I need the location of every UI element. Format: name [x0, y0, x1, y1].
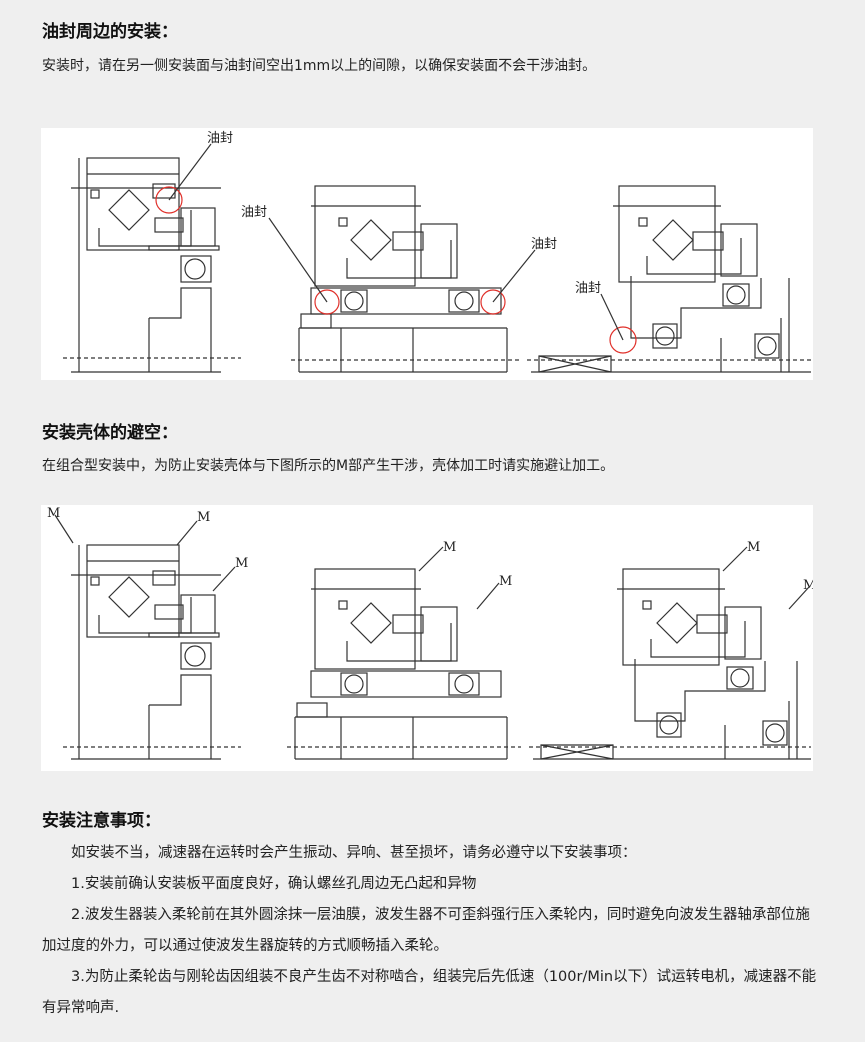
section-title-installation-notes: 安装注意事项：: [42, 811, 161, 831]
assembly-right: [527, 185, 811, 373]
m-label-2: M: [197, 510, 210, 525]
assembly-middle: [291, 185, 521, 373]
section-text-oil-seal: 安装时，请在另一侧安装面与油封间空出1mm以上的间隙，以确保安装面不会干涉油封。: [42, 58, 597, 74]
section-title-housing-clearance: 安装壳体的避空：: [42, 423, 178, 443]
section-text-housing-clearance: 在组合型安装中，为防止安装壳体与下图所示的M部产生干涉，壳体加工时请实施避让加工…: [42, 458, 615, 474]
notes-item-3: 3.为防止柔轮齿与刚轮齿因组装不良产生齿不对称啮合，组装完后先低速（100r/M…: [42, 969, 817, 1016]
oil-seal-label-1: 油封: [207, 131, 233, 146]
oil-seal-marker-middle-right: [480, 289, 506, 315]
oil-seal-diagram: 油封 油封 油封: [41, 128, 813, 380]
oil-seal-label-4: 油封: [575, 281, 601, 296]
assembly-left: [63, 157, 241, 373]
section-title-oil-seal: 油封周边的安装：: [42, 22, 178, 42]
notes-item-1: 1.安装前确认安装板平面度良好，确认螺丝孔周边无凸起和异物: [71, 876, 477, 892]
m-label-5: M: [499, 574, 512, 589]
oil-seal-marker-left: [155, 186, 183, 214]
m-label-7: M: [803, 578, 813, 593]
m-label-4: M: [443, 540, 456, 555]
assembly-middle: [287, 568, 521, 760]
oil-seal-label-2: 油封: [241, 205, 267, 220]
assembly-right: [529, 568, 811, 760]
oil-seal-label-3: 油封: [531, 237, 557, 252]
m-label-1: M: [47, 506, 60, 521]
oil-seal-marker-right: [609, 326, 637, 354]
m-label-6: M: [747, 540, 760, 555]
housing-clearance-diagram: M M M M: [41, 505, 813, 771]
oil-seal-marker-middle-left: [314, 289, 340, 315]
assembly-left: [63, 544, 241, 760]
installation-notes: 如安装不当，减速器在运转时会产生振动、异响、甚至损坏，请务必遵守以下安装事项： …: [42, 838, 822, 1024]
notes-intro: 如安装不当，减速器在运转时会产生振动、异响、甚至损坏，请务必遵守以下安装事项：: [71, 845, 637, 861]
notes-item-2: 2.波发生器装入柔轮前在其外圆涂抹一层油膜，波发生器不可歪斜强行压入柔轮内，同时…: [42, 907, 810, 954]
m-label-3: M: [235, 556, 248, 571]
